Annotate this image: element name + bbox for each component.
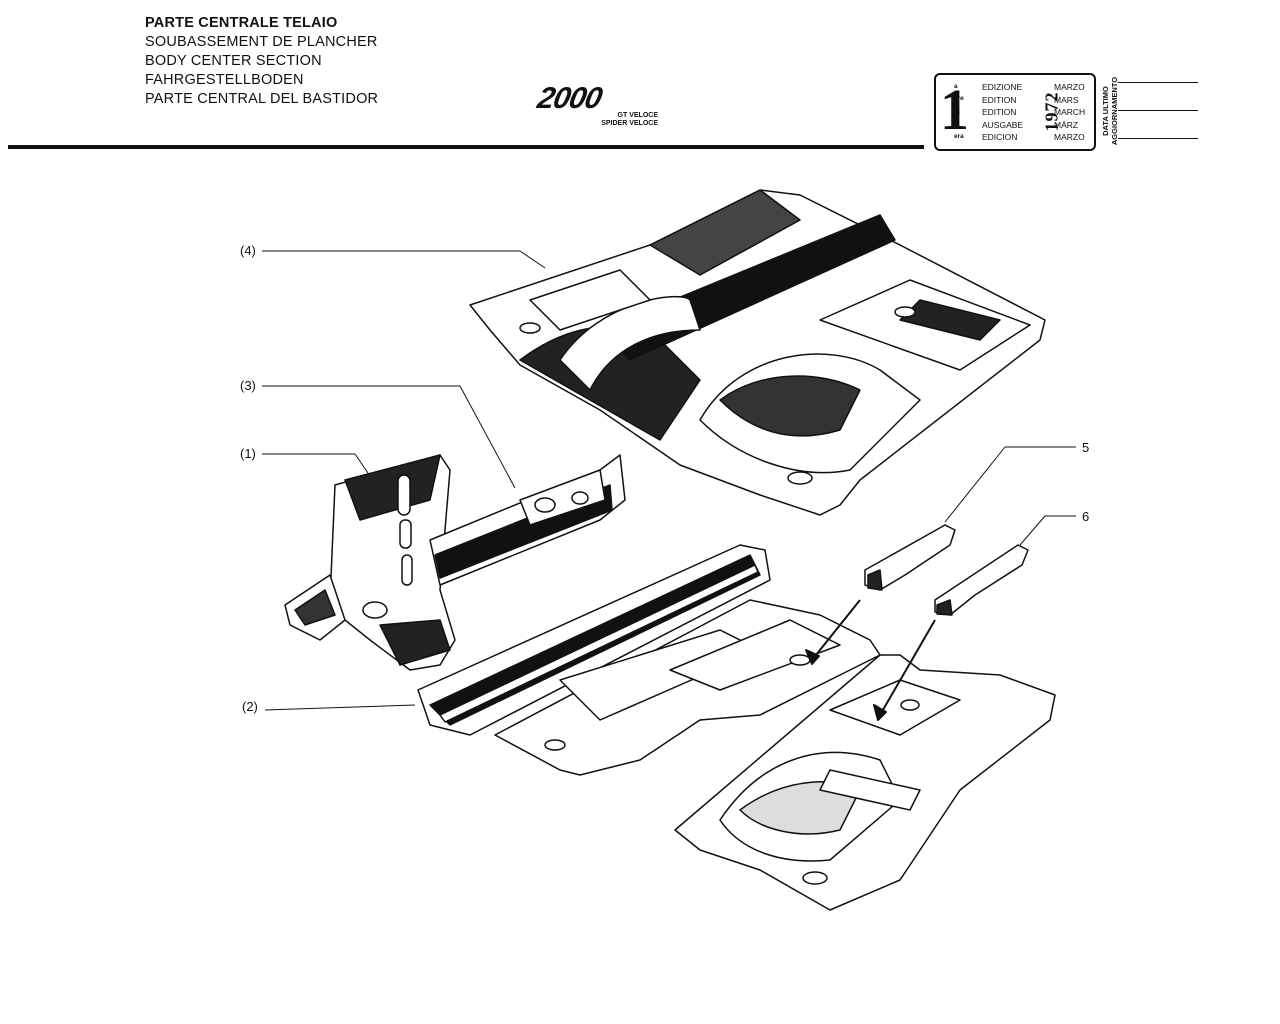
update-line	[1118, 110, 1198, 111]
edition-month: MARCH	[1054, 107, 1086, 117]
callout-4: (4)	[240, 243, 256, 258]
edition-label: EDITION	[982, 107, 1017, 117]
title-french: SOUBASSEMENT DE PLANCHER	[145, 34, 378, 50]
edition-month: MARS	[1054, 94, 1079, 105]
part-2-sill	[417, 544, 771, 736]
leader-lines	[262, 250, 1076, 711]
callout-6: 6	[1082, 509, 1090, 524]
logo-subtitle: GT VELOCE SPIDER VELOCE	[596, 112, 658, 128]
leader-4	[262, 250, 546, 269]
part-5-bracket	[864, 524, 956, 591]
title-english: BODY CENTER SECTION	[145, 53, 322, 69]
title-italian: PARTE CENTRALE TELAIO	[145, 15, 338, 31]
right-floor-panel	[674, 654, 1056, 911]
callout-1: (1)	[240, 446, 256, 461]
part-1-bulkhead	[284, 454, 456, 671]
leader-3	[262, 385, 516, 489]
edition-labels: EDIZIONE EDITION EDITION AUSGABE EDICION	[982, 81, 1023, 144]
update-line	[1118, 82, 1198, 83]
title-spanish: PARTE CENTRAL DEL BASTIDOR	[145, 91, 379, 107]
edition-month: MARZO	[1054, 82, 1085, 92]
edition-label: EDICION	[982, 132, 1018, 142]
left-floor-panel	[494, 599, 881, 776]
edition-month: MÄRZ	[1054, 119, 1079, 130]
leader-5	[944, 446, 1076, 523]
callout-3: (3)	[240, 378, 256, 393]
header-rule	[8, 145, 924, 149]
edition-suffix: era	[954, 133, 964, 140]
title-block: PARTE CENTRALE TELAIO SOUBASSEMENT DE PL…	[145, 14, 378, 109]
model-logo: 2000 GT VELOCE SPIDER VELOCE	[535, 82, 662, 127]
edition-suffix: a	[954, 83, 958, 90]
edition-number: 1	[940, 77, 969, 142]
leader-1	[262, 453, 369, 474]
leader-6	[1019, 515, 1076, 546]
edition-label: EDITION	[982, 94, 1017, 105]
logo-line2: SPIDER VELOCE	[601, 120, 658, 127]
arrow-line	[879, 619, 936, 716]
edition-box: 1 a ere st . era EDIZIONE EDITION EDITIO…	[934, 73, 1096, 151]
edition-label: AUSGABE	[982, 119, 1024, 130]
edition-suffix: .	[954, 120, 956, 127]
edition-suffix: st	[954, 108, 960, 115]
assembly-arrows	[805, 599, 936, 721]
arrow-head	[805, 649, 820, 665]
edition-suffix: ere	[954, 95, 964, 102]
title-german: FAHRGESTELLBODEN	[145, 72, 304, 88]
callout-2: (2)	[242, 699, 258, 714]
edition-label: EDIZIONE	[982, 82, 1023, 92]
update-line	[1118, 138, 1198, 139]
part-4-floor-assembly	[469, 189, 1046, 516]
edition-month: MARZO	[1054, 132, 1085, 142]
arrow-head	[873, 704, 887, 721]
arrow-line	[811, 599, 861, 661]
leader-2	[264, 704, 416, 711]
part-3-crossmember	[429, 454, 626, 586]
edition-months: MARZO MARS MARCH MÄRZ MARZO	[1054, 81, 1085, 144]
part-6-bracket	[934, 544, 1029, 616]
callout-5: 5	[1082, 440, 1090, 455]
logo-line1: GT VELOCE	[617, 112, 658, 119]
